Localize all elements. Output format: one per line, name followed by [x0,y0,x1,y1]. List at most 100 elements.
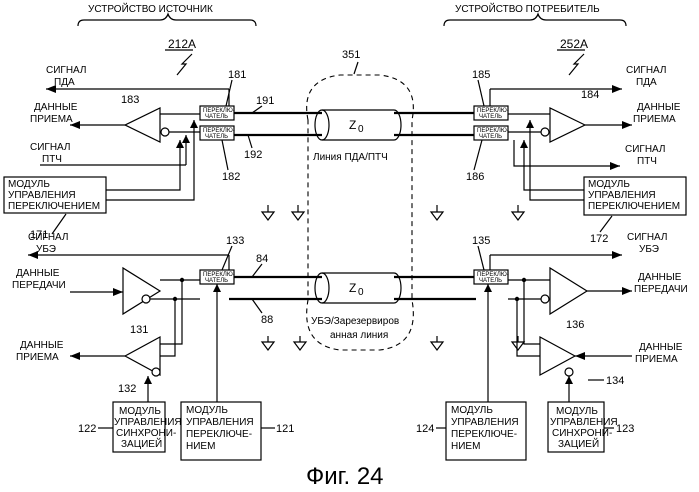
cable-ref-label: 351 [342,49,360,61]
right-recv2-arrow [575,352,585,360]
right-recv2-line2: ПРИЕМА [635,354,678,365]
ref-182: 182 [222,171,240,183]
left-switch-181-l2: ЧАТЕЛЬ [205,114,228,120]
left-swmod-arrow [213,284,221,292]
ref-121: 121 [276,423,294,435]
left-rcv-in1 [160,280,182,344]
right-sync-line4: ЗАЦИЕЙ [558,437,599,450]
right-sync-line2: УПРАВЛЕНИЯ [550,417,618,428]
source-device-brace [78,14,256,26]
right-tx-line1: ДАННЫЕ [638,272,682,283]
ref-183: 183 [121,94,139,106]
right-signal-ube-line2: УБЭ [639,244,659,255]
right-driver-136-bubble [541,295,549,303]
ref-172-leader [600,216,612,232]
ref-184: 184 [581,89,599,101]
left-ctrl1-arrow [176,140,184,148]
left-module-line3: ПЕРЕКЛЮЧЕНИЕМ [8,201,100,212]
ref-132: 132 [118,383,136,395]
ref-192: 192 [244,149,262,161]
right-buffer-184-bubble [541,128,549,136]
right-swmod-arrow [484,284,492,292]
left-driver-131-bubble [142,295,150,303]
ref-122: 122 [78,423,96,435]
bottom-cable-z-sub: 0 [358,287,364,298]
right-module-ctrl-1 [524,140,584,190]
right-signal-pda-line1: СИГНАЛ [626,65,667,76]
left-recv-line1: ДАННЫЕ [34,102,78,113]
right-recv-line2: ПРИЕМА [633,114,676,125]
left-tx-line1: ДАННЫЕ [16,268,60,279]
right-module-line3: ПЕРЕКЛЮЧЕНИЕМ [588,201,680,212]
right-driver-136 [550,268,587,314]
left-ptch-arrow [182,135,190,143]
left-sync-line3: СИНХРОНИ- [116,428,176,439]
sink-ref-label: 252A [560,37,588,51]
right-swmod-line4: НИЕМ [451,441,480,452]
ref-192-leader [248,135,252,148]
right-ptch-arrow [610,162,620,170]
ground-top-mid-left [292,205,304,220]
right-signal-ptch-line1: СИГНАЛ [625,144,666,155]
ref-185-leader [478,80,484,106]
left-ctrl2-arrow [190,120,198,128]
left-signal-ptch-line2: ПТЧ [42,154,62,165]
right-signal-ube-line1: СИГНАЛ [627,232,668,243]
left-signal-ube-line2: УБЭ [36,244,56,255]
left-buffer-183 [125,108,160,142]
left-swmod-line1: МОДУЛЬ [186,405,228,416]
right-ube-arrow [612,251,622,259]
ref-181: 181 [228,69,246,81]
ground-bottom-mid-left [294,336,306,350]
ground-top-left [262,205,274,220]
left-sync-line2: УПРАВЛЕНИЯ [114,417,182,428]
ref-133-leader [222,246,232,270]
top-cable-label: Линия ПДА/ПТЧ [313,152,388,163]
right-switch-135-l2: ЧАТЕЛЬ [479,278,502,284]
top-cable-z: Z [349,118,356,132]
right-pda-arrow [612,85,622,93]
right-recv2-line1: ДАННЫЕ [639,342,683,353]
left-swmod-line3: ПЕРЕКЛЮЧЕ- [186,429,252,440]
sink-device-brace [444,14,626,26]
right-swmod-line3: ПЕРЕКЛЮЧЕ- [451,429,517,440]
right-sync-arrow [565,376,573,384]
ref-191: 191 [256,95,274,107]
right-sync-line3: СИНХРОНИ- [552,428,612,439]
cable-ref-leader [354,62,358,74]
ref-134: 134 [606,375,624,387]
left-recv2-line1: ДАННЫЕ [20,340,64,351]
left-swmod-line4: НИЕМ [186,441,215,452]
sink-device-label: УСТРОЙСТВО ПОТРЕБИТЕЛЬ [455,2,600,15]
ref-186: 186 [466,171,484,183]
left-tx-arrow [113,288,123,296]
right-recv-arrow [622,121,632,129]
right-swmod-line2: УПРАВЛЕНИЯ [451,417,519,428]
left-sync-arrow [144,376,152,384]
figure-caption: Фиг. 24 [306,463,384,490]
top-cable-z-sub: 0 [358,124,364,135]
left-sync-line1: МОДУЛЬ [119,406,161,417]
left-module-line2: УПРАВЛЕНИЯ [8,190,76,201]
right-switch-185-l2: ЧАТЕЛЬ [479,114,502,120]
ground-top-right [512,205,524,220]
ref-135: 135 [472,235,490,247]
left-recv2-arrow [70,352,80,360]
ref-84-leader [252,264,262,277]
ref-186-leader [474,140,482,170]
right-switch-186-l2: ЧАТЕЛЬ [479,134,502,140]
left-signal-pda-line2: ПДА [54,77,75,88]
ref-185: 185 [472,69,490,81]
ref-88-leader [252,299,262,313]
right-module-line1: МОДУЛЬ [588,179,630,190]
cable-enclosure [307,75,414,350]
right-signal-ptch-line2: ПТЧ [637,156,657,167]
left-recv2-line2: ПРИЕМА [16,352,59,363]
right-buffer-184 [550,108,585,142]
left-sync-line4: ЗАЦИЕЙ [121,437,162,450]
bottom-cable-label-2: анная линия [330,330,388,341]
right-sync-line1: МОДУЛЬ [556,406,598,417]
left-buffer-183-bubble [161,128,169,136]
right-ctrl1-arrow [520,140,528,148]
